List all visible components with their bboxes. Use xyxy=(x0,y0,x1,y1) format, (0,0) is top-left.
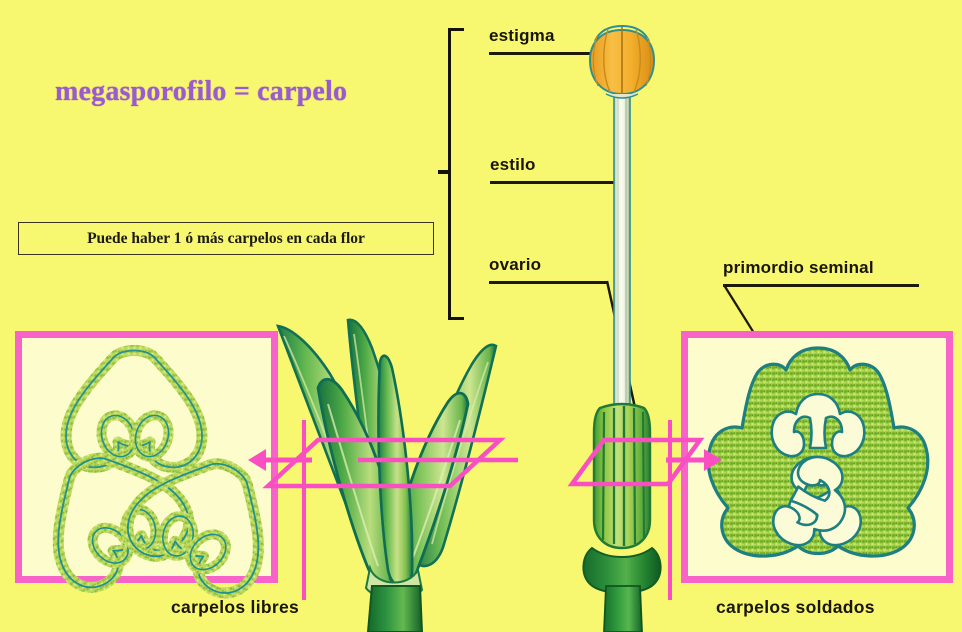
note-box-text: Puede haber 1 ó más carpelos en cada flo… xyxy=(87,229,365,247)
caption-carpelos-soldados: carpelos soldados xyxy=(716,597,875,617)
leader-line-primordio-seminal xyxy=(723,284,919,287)
note-box: Puede haber 1 ó más carpelos en cada flo… xyxy=(18,222,434,255)
leader-line-ovario xyxy=(489,281,607,284)
leader-line-estilo xyxy=(490,181,614,184)
label-estigma: estigma xyxy=(489,26,555,45)
leader-line-estigma xyxy=(489,52,614,55)
section-arrow-right xyxy=(666,449,722,471)
label-estilo: estilo xyxy=(490,155,536,174)
section-guide-right xyxy=(668,420,672,600)
page-title: megasporofilo = carpelo xyxy=(55,76,348,107)
carpelos-soldados-illustration xyxy=(706,346,930,558)
pistil-bracket-tick xyxy=(438,170,450,174)
label-primordio-seminal: primordio seminal xyxy=(723,258,874,277)
section-guide-left xyxy=(302,420,306,600)
label-ovario: ovario xyxy=(489,255,542,274)
section-plane-left xyxy=(262,437,518,489)
caption-carpelos-libres: carpelos libres xyxy=(171,597,300,617)
pistil-bracket xyxy=(448,28,464,320)
carpelos-libres-illustration xyxy=(52,345,264,599)
